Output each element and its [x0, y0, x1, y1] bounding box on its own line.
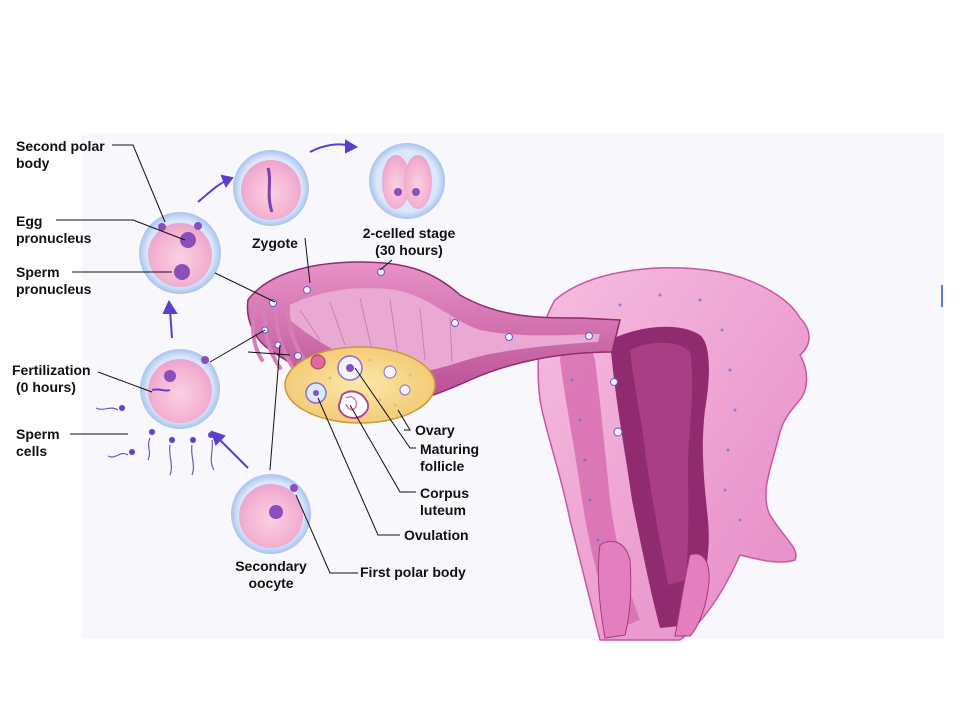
label-fertilization: Fertilization (0 hours) [12, 362, 91, 395]
label-corpus-luteum: Corpus luteum [420, 485, 469, 518]
corpus-luteum [338, 390, 370, 420]
cell-two-celled [369, 143, 445, 219]
label-egg-pronucleus: Egg pronucleus [16, 213, 92, 246]
follicle-small-1 [383, 365, 397, 379]
uterine-lining [630, 342, 693, 585]
tube-folds [299, 297, 453, 363]
sperm-pronucleus-mark [174, 264, 190, 280]
label-second-polar-body: Second polar body [16, 138, 105, 171]
cell-secondary-oocyte [231, 474, 311, 554]
cell-second-polar-body [139, 212, 221, 294]
uterus [537, 267, 810, 641]
tube-embryos [261, 268, 623, 437]
label-secondary-oocyte: Secondary oocyte [235, 558, 307, 591]
edge-mark [941, 285, 943, 307]
follicle-small-2 [399, 384, 411, 396]
egg-pronucleus-mark [180, 232, 196, 248]
cell-zygote [233, 150, 309, 226]
fimbriae [251, 298, 316, 374]
stage-arrows [162, 139, 359, 469]
label-maturing-follicle: Maturing follicle [420, 441, 480, 474]
label-ovary: Ovary [415, 422, 455, 438]
sperm-cells [95, 404, 215, 476]
label-ovulation: Ovulation [404, 527, 469, 543]
follicle-pink [310, 354, 326, 370]
label-sperm-pronucleus: Sperm pronucleus [16, 264, 92, 297]
label-zygote: Zygote [252, 235, 298, 251]
cell-fertilization [140, 349, 220, 429]
leader-lines [56, 144, 416, 574]
label-two-celled-stage: 2-celled stage (30 hours) [362, 225, 456, 258]
label-sperm-cells: Sperm cells [16, 426, 60, 459]
label-first-polar-body: First polar body [360, 564, 466, 580]
cervix-right [674, 553, 710, 637]
cervix [597, 540, 632, 639]
ovary [284, 346, 436, 424]
